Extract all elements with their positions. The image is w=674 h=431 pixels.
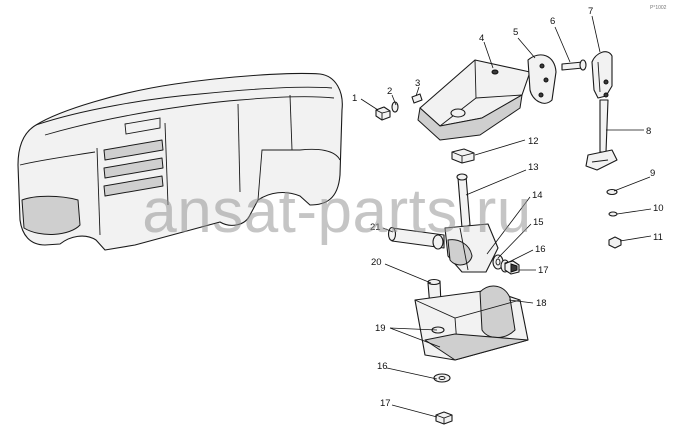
callout-7: 7 — [588, 6, 593, 17]
part-11-nut — [608, 236, 622, 249]
callout-16-lower: 16 — [377, 361, 388, 372]
callout-14: 14 — [532, 190, 543, 201]
callout-19: 19 — [375, 323, 386, 334]
callout-8: 8 — [646, 126, 651, 137]
callout-20: 20 — [371, 257, 382, 268]
callout-10: 10 — [653, 203, 664, 214]
callout-11: 11 — [653, 232, 663, 243]
part-3-washer — [411, 93, 423, 104]
part-13-stud — [456, 173, 471, 229]
callout-18: 18 — [536, 298, 547, 309]
callout-13: 13 — [528, 162, 539, 173]
callout-15: 15 — [533, 217, 544, 228]
part-12-nut — [451, 148, 475, 164]
leader-lines — [360, 15, 652, 418]
callout-6: 6 — [550, 16, 555, 27]
callout-labels: 1 2 3 4 5 6 7 8 9 10 11 12 13 14 15 16 1… — [352, 6, 664, 409]
part-6-bolt — [561, 59, 587, 71]
part-16-washer-lower — [433, 373, 451, 383]
part-4-bracket — [417, 59, 531, 141]
callout-1: 1 — [352, 93, 357, 104]
part-8-strut — [585, 99, 618, 171]
callout-4: 4 — [479, 33, 484, 44]
callout-21: 21 — [370, 222, 381, 233]
callout-17-upper: 17 — [538, 265, 549, 276]
callout-17-lower: 17 — [380, 398, 391, 409]
part-5-plate — [527, 54, 557, 104]
part-1-nut — [375, 106, 391, 121]
part-7-arm — [591, 51, 613, 99]
callout-12: 12 — [528, 136, 539, 147]
callout-9: 9 — [650, 168, 655, 179]
callout-2: 2 — [387, 86, 392, 97]
part-14-bracket — [444, 223, 499, 273]
part-21-pin — [387, 226, 445, 250]
part-18-support — [414, 285, 529, 361]
callout-5: 5 — [513, 27, 518, 38]
part-17-nut-lower — [435, 411, 453, 425]
callout-16-upper: 16 — [535, 244, 546, 255]
hood-assembly — [17, 72, 343, 251]
callout-3: 3 — [415, 78, 420, 89]
corner-code: P°1002 — [650, 5, 667, 11]
part-10-washer — [608, 211, 618, 217]
part-17-nut-upper — [504, 260, 520, 275]
